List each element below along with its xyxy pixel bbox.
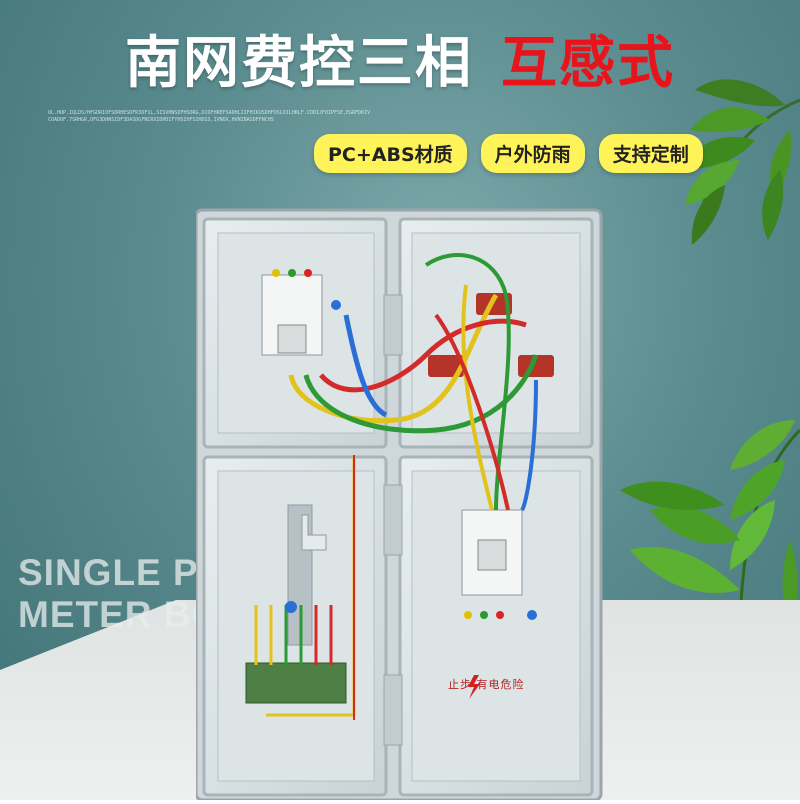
title-highlight: 互感式 bbox=[501, 31, 675, 96]
warning-label: 止步 有电危险 bbox=[448, 678, 525, 691]
badge-custom: 支持定制 bbox=[598, 134, 703, 173]
lightning-icon bbox=[468, 675, 480, 699]
page-title: 南网费控三相互感式 bbox=[0, 18, 800, 98]
feature-badges: PC+ABS材质 户外防雨 支持定制 bbox=[314, 134, 703, 173]
decorative-microtext: OL.HOP.IQLDS/HFGDRIOFSDRHESDFR3DF1L,SISV… bbox=[48, 110, 371, 123]
meter-box-image bbox=[194, 205, 606, 802]
title-main: 南网费控三相 bbox=[125, 31, 473, 96]
badge-material: PC+ABS材质 bbox=[314, 134, 467, 173]
leaf-decoration bbox=[680, 79, 800, 245]
badge-rainproof: 户外防雨 bbox=[480, 134, 585, 173]
meter-box-drawing bbox=[194, 208, 603, 802]
